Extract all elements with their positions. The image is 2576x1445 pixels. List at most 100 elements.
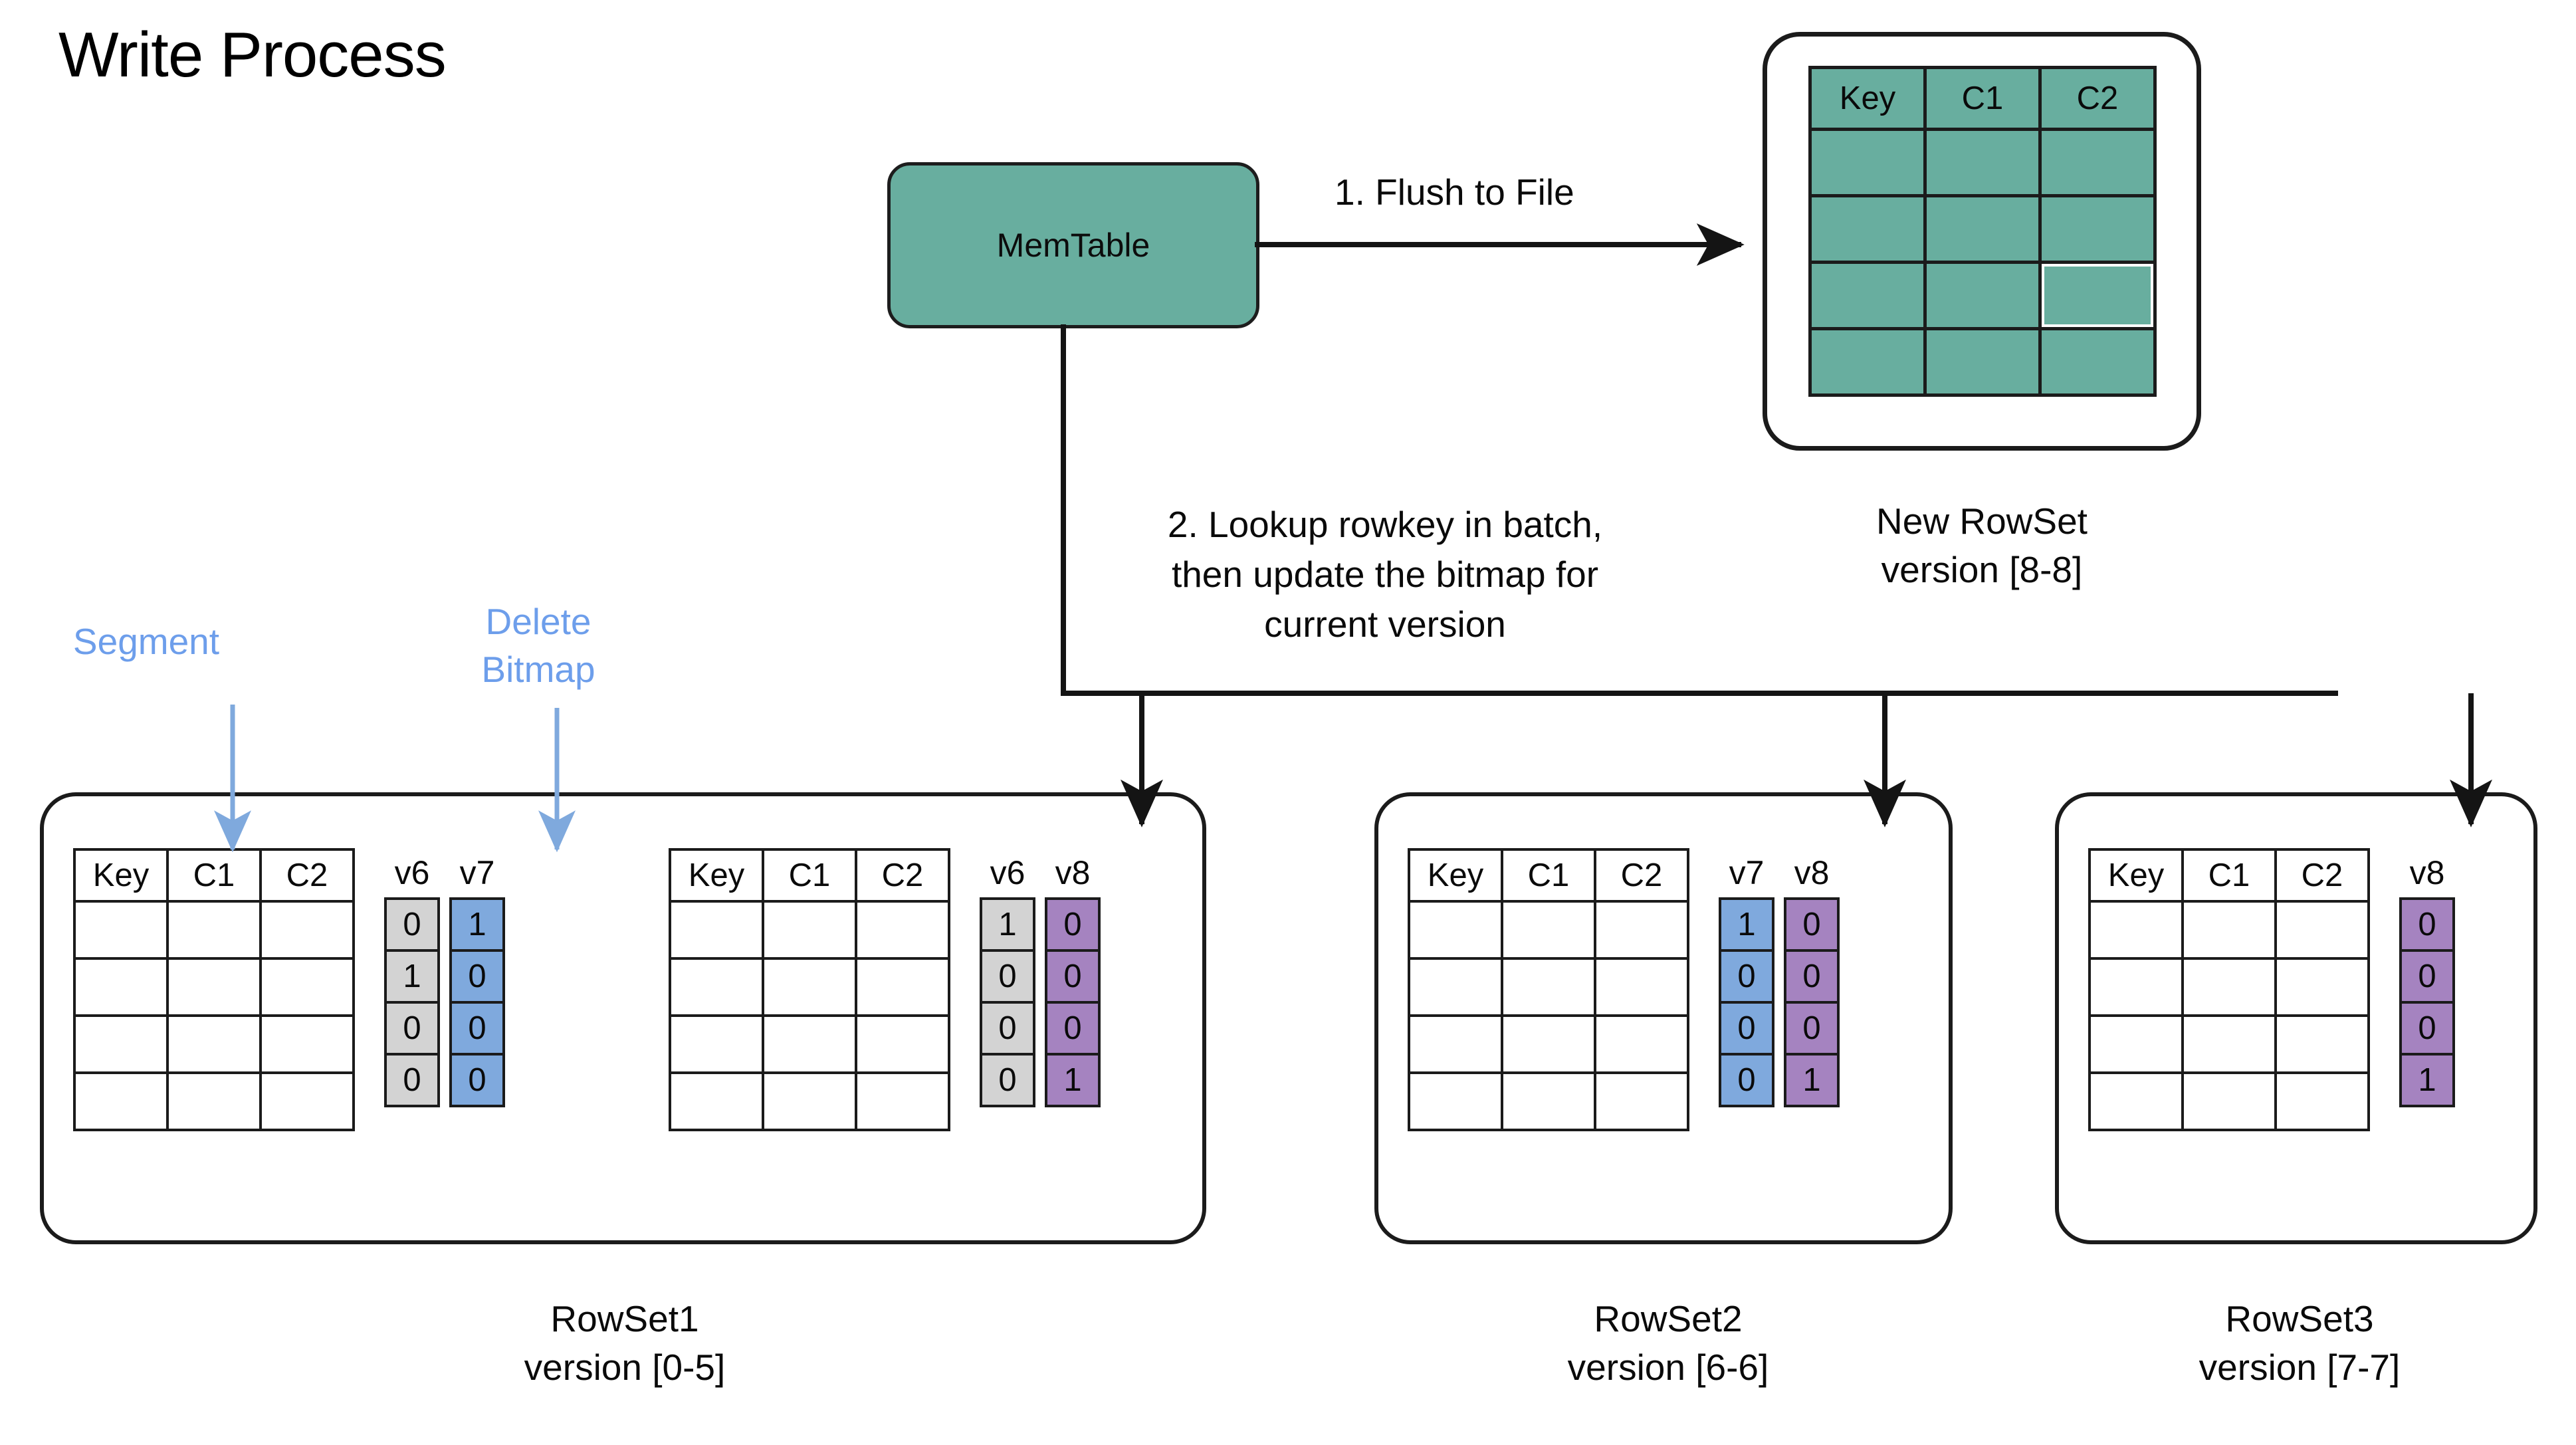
bitmap-cells-v8: 0 0 0 1 <box>1784 897 1840 1107</box>
table-cell <box>1594 1014 1689 1074</box>
table-row <box>1408 900 1689 960</box>
table-cell <box>762 1014 857 1074</box>
table-cell <box>1594 957 1689 1017</box>
bitmap-bit: 1 <box>982 900 1033 952</box>
column-header-c2: C2 <box>1594 848 1689 903</box>
table-cell <box>73 957 169 1017</box>
table-row <box>1808 327 2157 397</box>
new-rowset-table: Key C1 C2 <box>1808 66 2157 397</box>
table-cell <box>1808 261 1927 330</box>
column-header-c1: C1 <box>1923 66 2042 131</box>
table-cell <box>259 957 355 1017</box>
table-cell <box>2088 900 2184 960</box>
table-row <box>669 1014 950 1074</box>
column-header-c1: C1 <box>2181 848 2277 903</box>
table-cell <box>2181 900 2277 960</box>
table-header-row: Key C1 C2 <box>1408 848 1689 903</box>
table-cell <box>1501 957 1596 1017</box>
table-cell <box>73 1014 169 1074</box>
rowset1-caption: RowSet1 version [0-5] <box>524 1298 726 1388</box>
bitmap-bit: 0 <box>1786 952 1837 1004</box>
bitmap-column-v6: v6 1 0 0 0 <box>980 848 1035 1107</box>
rowset2-container[interactable]: Key C1 C2 v7 1 0 0 0 v8 <box>1374 792 1953 1244</box>
column-header-c2: C2 <box>855 848 950 903</box>
table-row <box>669 900 950 960</box>
table-row <box>1408 957 1689 1017</box>
bitmap-bit: 0 <box>387 1004 437 1056</box>
table-cell <box>1808 327 1927 397</box>
table-header-row: Key C1 C2 <box>669 848 950 903</box>
table-cell <box>669 1071 764 1131</box>
table-row <box>2088 957 2370 1017</box>
bitmap-bit: 0 <box>2402 900 2452 952</box>
table-cell <box>1923 327 2042 397</box>
column-header-c1: C1 <box>166 848 262 903</box>
table-row <box>73 1014 355 1074</box>
table-row <box>2088 1014 2370 1074</box>
table-header-row: Key C1 C2 <box>2088 848 2370 903</box>
table-row <box>73 900 355 960</box>
table-row <box>669 1071 950 1131</box>
rowset1-segment1-bitmaps: v6 0 1 0 0 v7 1 0 0 0 <box>384 848 505 1107</box>
bitmap-column-v7: v7 1 0 0 0 <box>1719 848 1774 1107</box>
table-cell <box>1808 128 1927 197</box>
step-1-flush-label: 1. Flush to File <box>1335 171 1574 213</box>
rowset3-bitmaps: v8 0 0 0 1 <box>2399 848 2455 1107</box>
table-cell <box>1594 1071 1689 1131</box>
bitmap-cells-v7: 1 0 0 0 <box>1719 897 1774 1107</box>
table-cell <box>2038 327 2157 397</box>
bitmap-cells-v6: 1 0 0 0 <box>980 897 1035 1107</box>
table-row <box>1408 1014 1689 1074</box>
bitmap-bit: 1 <box>2402 1056 2452 1105</box>
bitmap-label-v8: v8 <box>1055 854 1091 891</box>
table-row <box>73 1071 355 1131</box>
table-cell <box>762 1071 857 1131</box>
bitmap-bit: 0 <box>1786 900 1837 952</box>
bitmap-bit: 0 <box>982 952 1033 1004</box>
rowset1-segment2-table: Key C1 C2 <box>669 848 950 1131</box>
table-cell <box>855 957 950 1017</box>
table-cell <box>2038 194 2157 264</box>
table-cell <box>1594 900 1689 960</box>
bitmap-bit: 0 <box>452 1004 502 1056</box>
table-row <box>1408 1071 1689 1131</box>
column-header-key: Key <box>1408 848 1503 903</box>
bitmap-bit: 1 <box>1721 900 1772 952</box>
table-cell <box>669 957 764 1017</box>
bitmap-label-v6: v6 <box>394 854 430 891</box>
table-cell <box>1501 1071 1596 1131</box>
column-header-key: Key <box>669 848 764 903</box>
column-header-c1: C1 <box>762 848 857 903</box>
table-row <box>1808 261 2157 330</box>
column-header-c2: C2 <box>2274 848 2370 903</box>
rowset3-container[interactable]: Key C1 C2 v8 0 0 0 1 <box>2055 792 2537 1244</box>
table-cell <box>259 1071 355 1131</box>
page-title: Write Process <box>58 19 447 90</box>
table-cell <box>669 900 764 960</box>
rowset2-caption: RowSet2 version [6-6] <box>1567 1298 1769 1388</box>
table-row <box>2088 1071 2370 1131</box>
bitmap-column-v8: v8 0 0 0 1 <box>1045 848 1101 1107</box>
table-cell <box>1408 1014 1503 1074</box>
table-cell <box>259 900 355 960</box>
bitmap-cells-v8: 0 0 0 1 <box>2399 897 2455 1107</box>
bitmap-bit: 0 <box>982 1056 1033 1105</box>
bitmap-bit: 1 <box>452 900 502 952</box>
column-header-c2: C2 <box>2038 66 2157 131</box>
table-cell <box>2181 957 2277 1017</box>
bitmap-label-v7: v7 <box>459 854 495 891</box>
table-row <box>669 957 950 1017</box>
bitmap-bit: 0 <box>1786 1004 1837 1056</box>
rowset3-segment1-table: Key C1 C2 <box>2088 848 2370 1131</box>
table-cell <box>2088 1014 2184 1074</box>
table-header-row: Key C1 C2 <box>73 848 355 903</box>
table-cell <box>1408 1071 1503 1131</box>
rowset1-container[interactable]: Key C1 C2 v6 0 1 0 0 v7 <box>40 792 1206 1244</box>
new-rowset-container[interactable]: Key C1 C2 <box>1763 32 2201 451</box>
table-cell <box>166 1071 262 1131</box>
table-cell <box>1923 194 2042 264</box>
table-cell <box>2274 1014 2370 1074</box>
memtable-node[interactable]: MemTable <box>887 162 1259 328</box>
table-cell <box>669 1014 764 1074</box>
table-cell <box>1501 900 1596 960</box>
